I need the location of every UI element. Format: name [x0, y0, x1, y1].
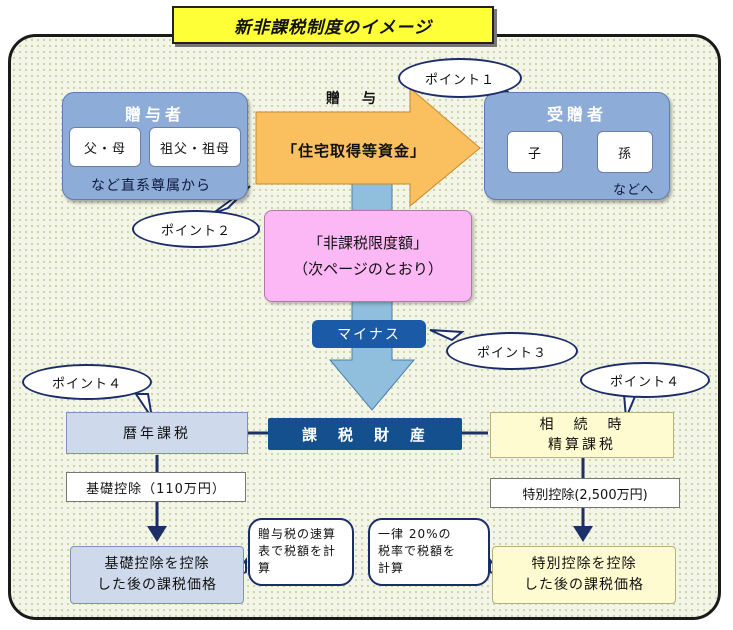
donor-panel: 贈与者 父・母 祖父・祖母 など直系尊属から	[62, 92, 248, 200]
annual-calc-line2: 表で税額を計	[258, 544, 337, 558]
limit-line1: 「非課税限度額」	[307, 234, 428, 252]
settlement-taxation-label: 相 続 時 精算課税	[490, 412, 674, 458]
annual-deduction: 基礎控除（110万円）	[66, 472, 246, 502]
donor-item-parents: 父・母	[69, 127, 141, 167]
annual-arrowhead	[147, 526, 167, 542]
settlement-title-line2: 精算課税	[548, 437, 616, 453]
settlement-calc-line1: 一律 20%の	[378, 527, 452, 541]
minus-badge: マイナス	[312, 320, 426, 348]
point4-left-bubble: ポイント４	[22, 364, 152, 400]
recipient-item-child: 子	[507, 131, 563, 173]
point2-bubble: ポイント２	[132, 210, 260, 248]
recipient-item-grandchild: 孫	[597, 131, 653, 173]
annual-calc-line1: 贈与税の速算	[258, 527, 337, 541]
recipient-note: などへ	[613, 183, 655, 198]
annual-result-line2: した後の課税価格	[97, 577, 217, 593]
annual-result-line1: 基礎控除を控除	[104, 556, 210, 572]
recipient-panel: 受贈者 子 孫 などへ	[484, 92, 670, 200]
settlement-result: 特別控除を控除 した後の課税価格	[492, 546, 676, 604]
recipient-title: 受贈者	[546, 105, 607, 124]
limit-line2: （次ページのとおり）	[293, 260, 443, 278]
settlement-calc-line2: 税率で税額を	[378, 544, 457, 558]
annual-calc-bubble: 贈与税の速算 表で税額を計 算	[248, 518, 354, 586]
donor-item-grandparents: 祖父・祖母	[149, 127, 241, 167]
point1-bubble: ポイント１	[398, 58, 522, 98]
gift-arrow-text: 「住宅取得等資金」	[282, 142, 427, 160]
taxable-property-bar: 課 税 財 産	[268, 418, 462, 450]
settlement-arrowhead	[573, 526, 593, 542]
settlement-result-line1: 特別控除を控除	[531, 556, 637, 572]
settlement-title-line1: 相 続 時	[539, 417, 625, 433]
donor-title: 贈与者	[124, 105, 185, 124]
settlement-calc-line3: 計算	[378, 561, 405, 575]
diagram-title: 新非課税制度のイメージ	[172, 6, 494, 44]
annual-calc-line3: 算	[258, 561, 272, 575]
settlement-deduction: 特別控除(2,500万円)	[490, 478, 680, 508]
limit-box: 「非課税限度額」 （次ページのとおり）	[264, 210, 472, 302]
gift-label: 贈 与	[326, 91, 380, 107]
annual-taxation-label: 暦年課税	[66, 412, 248, 454]
settlement-calc-bubble: 一律 20%の 税率で税額を 計算	[368, 518, 490, 586]
gift-arrow	[255, 86, 481, 208]
annual-result: 基礎控除を控除 した後の課税価格	[70, 546, 244, 604]
point3-bubble: ポイント３	[446, 332, 578, 370]
p3-bubble-tail	[429, 329, 465, 342]
donor-note: など直系尊属から	[91, 178, 211, 194]
settlement-result-line2: した後の課税価格	[524, 577, 644, 593]
point4-right-bubble: ポイント４	[580, 362, 710, 398]
